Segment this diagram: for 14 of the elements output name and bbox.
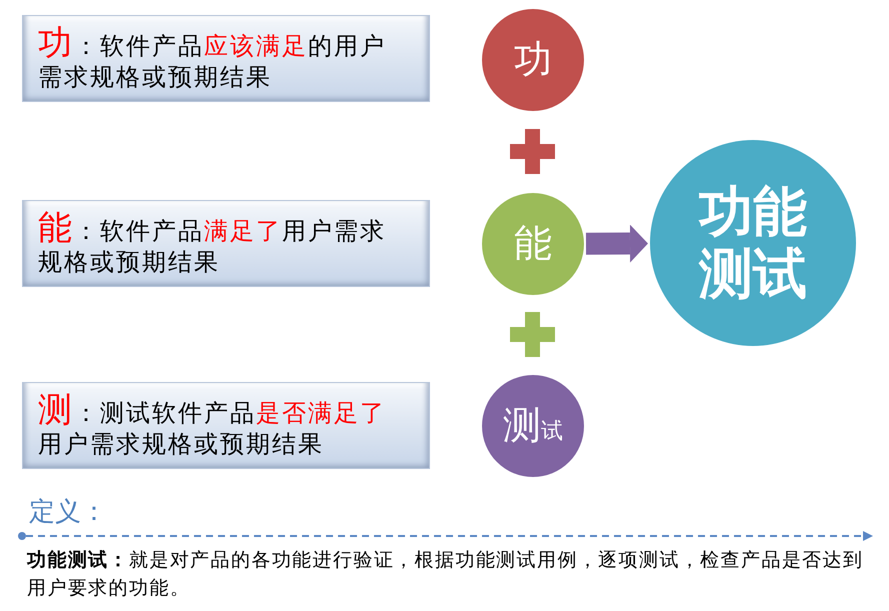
definition-card [22,15,430,102]
circle-label: 能 [514,223,552,265]
definition-text: 测：测试软件产品是否满足了用户需求规格或预期结果 [38,395,387,460]
definition-card [22,382,430,469]
arrow [586,224,648,263]
definition-card [22,200,430,287]
circle-label: 测 [503,405,541,447]
circle-label: 功能测试 [698,181,808,305]
definition-text: 能：软件产品满足了用户需求规格或预期结果 [38,213,387,278]
circle-label: 试 [541,420,563,444]
definition-paragraph: 功能测试：就是对产品的各功能进行验证，根据功能测试用例，逐项测试，检查产品是否达到用户要求的功能。 [27,549,864,601]
section-heading: 定义： [29,496,107,528]
definition-text: 功：软件产品应该满足的用户需求规格或预期结果 [38,28,387,93]
circle-label: 功 [514,39,552,81]
